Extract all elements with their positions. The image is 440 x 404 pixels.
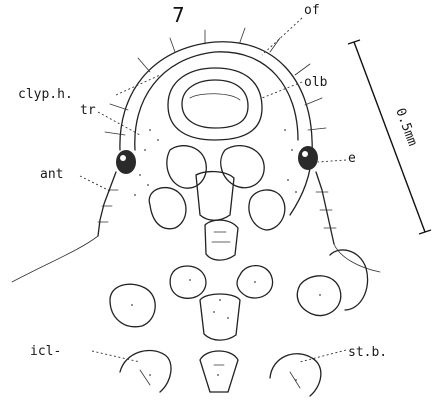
label-clyp-h: clyp.h. [18,87,73,102]
label-of: of [304,3,320,18]
eye-left [116,150,136,174]
antenna-right [316,172,380,272]
label-e: e [348,151,356,166]
eye-right [298,146,318,170]
label-tr: tr [80,103,96,118]
labrum [168,68,262,140]
leg-bases [110,250,368,340]
mouthparts [149,146,285,261]
label-icl: icl- [30,344,61,359]
sternal-plates [120,350,321,396]
scale-label: 0.5mm [392,106,420,148]
figure-number: 7 [172,3,185,27]
stippling [131,129,321,381]
label-ant: ant [40,167,63,182]
antenna-left [12,172,118,282]
label-olb: olb [304,75,328,90]
head-capsule [105,28,326,215]
label-st-b: st.b. [348,345,387,360]
